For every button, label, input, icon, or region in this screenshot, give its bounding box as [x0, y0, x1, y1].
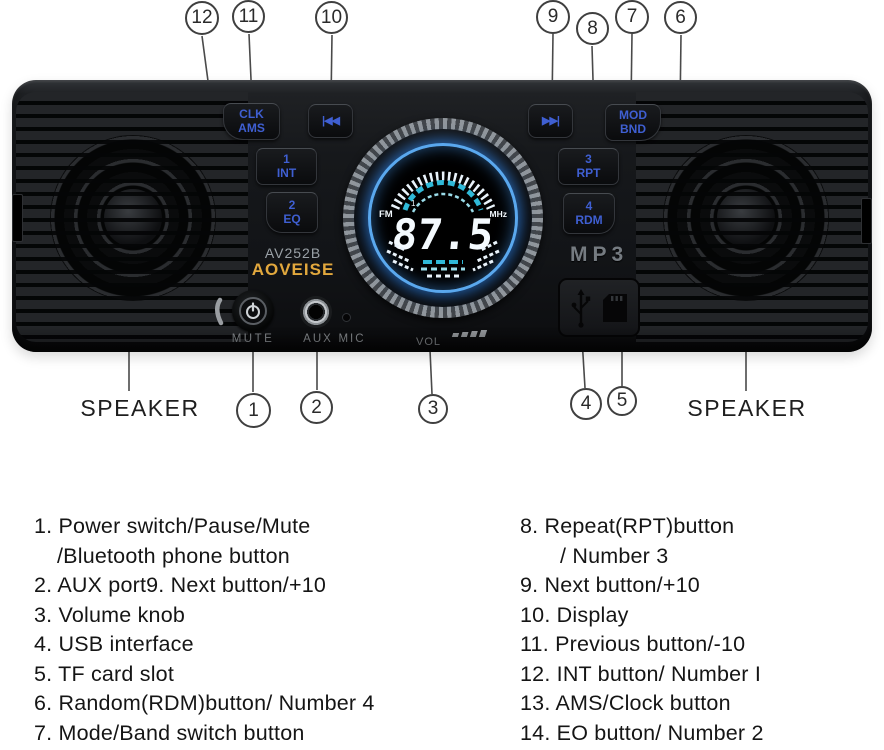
previous-icon: |◀◀	[322, 114, 340, 127]
right-speaker-rings	[663, 135, 829, 301]
display-graphics: FM 1 MHz 87.5	[379, 171, 507, 278]
callout-10-number: 10	[320, 6, 343, 28]
display-frequency: 87.5	[390, 210, 496, 259]
callout-7: 7	[615, 0, 649, 34]
legend-item: 9. Next button/+10	[520, 573, 700, 597]
callout-2: 2	[300, 391, 333, 424]
power-button-face	[239, 297, 267, 325]
callout-3: 3	[418, 394, 448, 424]
legend-item: 14. EO button/ Number 2	[520, 720, 764, 745]
left-speaker-rings	[50, 135, 216, 301]
display-unit: MHz	[490, 209, 507, 219]
volume-knob[interactable]: FM 1 MHz 87.5	[343, 118, 543, 318]
callout-9-number: 9	[547, 6, 559, 27]
right-speaker-dome	[717, 189, 775, 247]
power-mute-button[interactable]	[232, 290, 274, 332]
rdm-label: RDM	[575, 212, 603, 227]
legend-item: 3. Volume knob	[34, 602, 186, 627]
callout-11-number: 11	[238, 5, 259, 27]
callout-4: 4	[570, 388, 602, 420]
legend-item: 4. USB interface	[34, 632, 194, 656]
right-mount-slot	[861, 198, 872, 244]
rpt-button[interactable]: 3 RPT	[558, 148, 619, 185]
display: FM 1 MHz 87.5	[368, 143, 518, 293]
model-label: AV252B	[264, 245, 322, 261]
int-button[interactable]: 1 INT	[256, 148, 317, 185]
speaker-label-left: SPEAKER	[80, 395, 200, 421]
display-band: FM	[379, 209, 393, 220]
legend-item: 12. INT button/ Number I	[520, 661, 762, 686]
callout-12: 12	[185, 1, 219, 35]
phone-icon	[215, 297, 224, 326]
legend-item: 10. Display	[520, 602, 629, 627]
aux-jack[interactable]	[300, 296, 332, 328]
callout-6-number: 6	[675, 6, 686, 28]
eq-number: 2	[288, 198, 296, 213]
mic-label: MIC	[338, 333, 366, 345]
left-speaker	[16, 92, 248, 342]
int-label: INT	[276, 165, 297, 180]
tf-card-icon	[603, 293, 627, 322]
legend-item: 13. AMS/Clock button	[520, 691, 731, 715]
callout-9: 9	[536, 0, 570, 34]
legend-item: 7. Mode/Band switch button	[34, 720, 305, 745]
left-mount-slot	[12, 194, 23, 242]
legend-item: 8. Repeat(RPT)button	[520, 514, 735, 538]
power-icon	[246, 302, 260, 319]
callout-5-number: 5	[616, 390, 628, 411]
mod-label: MOD	[619, 108, 647, 123]
rdm-button[interactable]: 4 RDM	[563, 193, 615, 234]
callout-7-number: 7	[626, 6, 638, 27]
brand-logo: AOVEISE	[251, 260, 335, 279]
callout-2-number: 2	[311, 396, 322, 418]
mod-bnd-button[interactable]: MOD BND	[605, 104, 661, 141]
callout-3-number: 3	[427, 398, 439, 419]
mp3-label: MP3	[570, 243, 629, 266]
vol-bars-icon	[451, 330, 488, 337]
callout-6: 6	[664, 1, 697, 34]
callout-4-number: 4	[580, 393, 592, 414]
eq-label: EQ	[283, 211, 301, 226]
usb-tf-panel[interactable]	[558, 278, 640, 337]
callout-12-number: 12	[191, 7, 213, 28]
eq-button[interactable]: 2 EQ	[266, 192, 318, 233]
callout-8: 8	[576, 12, 609, 45]
callout-5: 5	[607, 386, 637, 416]
clk-ams-button[interactable]: CLK AMS	[223, 103, 280, 140]
rpt-label: RPT	[576, 165, 601, 180]
legend-item: 5. TF card slot	[34, 661, 175, 686]
legend-item: 2. AUX port9. Next button/+10	[34, 573, 327, 597]
legend-item: 1. Power switch/Pause/Mute	[34, 514, 311, 538]
legend-item: /Bluetooth phone button	[57, 543, 290, 568]
speaker-label-right: SPEAKER	[687, 395, 807, 421]
vol-label: VOL	[416, 336, 442, 348]
ams-label: AMS	[238, 120, 265, 135]
clk-label: CLK	[239, 107, 264, 122]
legend-item: 6. Random(RDM)button/ Number 4	[34, 691, 375, 715]
legend-right-column: 8. Repeat(RPT)button / Number 3 9. Next …	[520, 512, 764, 748]
callout-1-number: 1	[248, 399, 259, 421]
mic-hole	[342, 313, 351, 322]
legend-item: / Number 3	[560, 543, 669, 568]
callout-10: 10	[315, 1, 348, 34]
legend-left-column: 1. Power switch/Pause/Mute /Bluetooth ph…	[34, 512, 375, 748]
left-speaker-dome	[104, 189, 162, 247]
callout-1: 1	[236, 393, 271, 428]
int-number: 1	[283, 152, 290, 167]
previous-button[interactable]: |◀◀	[308, 104, 353, 138]
next-icon: ▶▶|	[542, 114, 560, 127]
display-preset: 1	[411, 199, 416, 208]
legend-item: 11. Previous button/-10	[520, 632, 746, 656]
next-button[interactable]: ▶▶|	[528, 104, 573, 138]
callout-8-number: 8	[587, 17, 598, 39]
car-stereo-unit: CLK AMS |◀◀ 1 INT 2 EQ ▶▶| MOD BND 3 RPT…	[12, 80, 872, 352]
callout-11: 11	[232, 0, 265, 33]
mute-label: MUTE	[231, 333, 275, 345]
rpt-number: 3	[585, 152, 592, 167]
rdm-number: 4	[585, 199, 593, 214]
usb-icon	[571, 288, 591, 328]
right-speaker	[636, 92, 868, 342]
aux-label: AUX	[303, 333, 333, 345]
bnd-label: BND	[620, 121, 646, 136]
